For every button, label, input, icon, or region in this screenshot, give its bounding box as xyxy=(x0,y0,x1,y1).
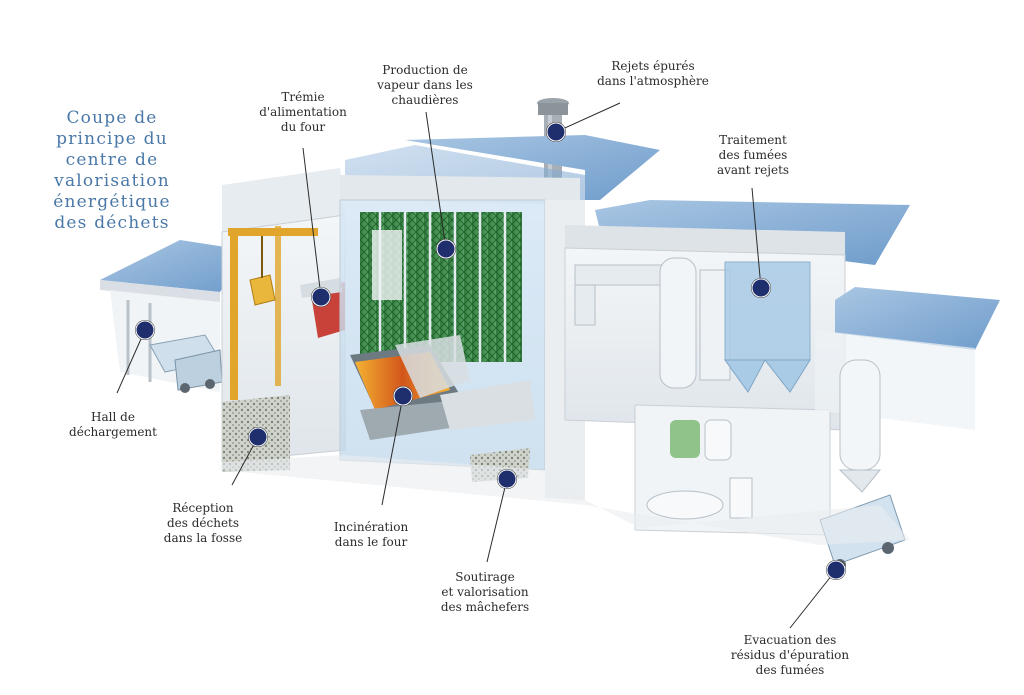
label-line: et valorisation xyxy=(441,585,529,599)
label-line: Trémie xyxy=(281,90,325,104)
label-hall-dechargement: Hall de déchargement xyxy=(48,410,178,440)
marker-rejets xyxy=(546,122,566,142)
marker-soutirage xyxy=(497,469,517,489)
label-tremie: Trémie d'alimentation du four xyxy=(238,90,368,135)
label-line: Evacuation des xyxy=(743,633,837,647)
ground-slab xyxy=(220,455,910,545)
title-line: des déchets xyxy=(54,213,170,233)
title-line: centre de xyxy=(65,150,159,170)
label-line: Soutirage xyxy=(455,570,515,584)
marker-incineration xyxy=(393,386,413,406)
marker-traitement xyxy=(751,278,771,298)
label-incineration: Incinération dans le four xyxy=(306,520,436,550)
leader-lines xyxy=(116,102,837,629)
label-line: dans l'atmosphère xyxy=(597,74,709,88)
label-line: Incinération xyxy=(333,520,409,534)
label-line: du four xyxy=(280,120,326,134)
diagram-title: Coupe de principe du centre de valorisat… xyxy=(52,108,172,234)
marker-tremie xyxy=(311,287,331,307)
label-line: Rejets épurés xyxy=(611,59,695,73)
title-line: énergétique xyxy=(53,192,171,212)
label-line: des déchets xyxy=(166,516,240,530)
label-line: d'alimentation xyxy=(259,105,347,119)
label-evacuation-residus: Evacuation des résidus d'épuration des f… xyxy=(700,633,880,678)
marker-reception xyxy=(248,427,268,447)
marker-hall xyxy=(135,320,155,340)
label-production-vapeur: Production de vapeur dans les chaudières xyxy=(360,63,490,108)
marker-evacuation xyxy=(826,560,846,580)
label-line: Réception xyxy=(172,501,234,515)
label-line: dans la fosse xyxy=(163,531,243,545)
title-line: Coupe de xyxy=(66,108,158,128)
label-line: avant rejets xyxy=(716,163,790,177)
label-line: résidus d'épuration xyxy=(730,648,850,662)
marker-vapeur xyxy=(436,239,456,259)
label-reception-dechets: Réception des déchets dans la fosse xyxy=(138,501,268,546)
title-line: valorisation xyxy=(54,171,170,191)
title-line: principe du xyxy=(56,129,168,149)
bunker-building xyxy=(221,168,346,472)
label-line: des fumées xyxy=(718,148,788,162)
label-line: dans le four xyxy=(334,535,408,549)
label-line: chaudières xyxy=(391,93,459,107)
label-line: Traitement xyxy=(719,133,787,147)
label-line: Production de xyxy=(382,63,468,77)
label-line: des fumées xyxy=(755,663,825,677)
unloading-hall xyxy=(100,240,245,393)
label-line: vapeur dans les xyxy=(377,78,473,92)
label-traitement-fumees: Traitement des fumées avant rejets xyxy=(688,133,818,178)
label-rejets-epures: Rejets épurés dans l'atmosphère xyxy=(578,59,728,89)
label-line: des mâchefers xyxy=(440,600,530,614)
label-line: Hall de xyxy=(91,410,135,424)
label-line: déchargement xyxy=(69,425,157,439)
label-soutirage: Soutirage et valorisation des mâchefers xyxy=(420,570,550,615)
flue-gas-treatment xyxy=(564,200,910,536)
